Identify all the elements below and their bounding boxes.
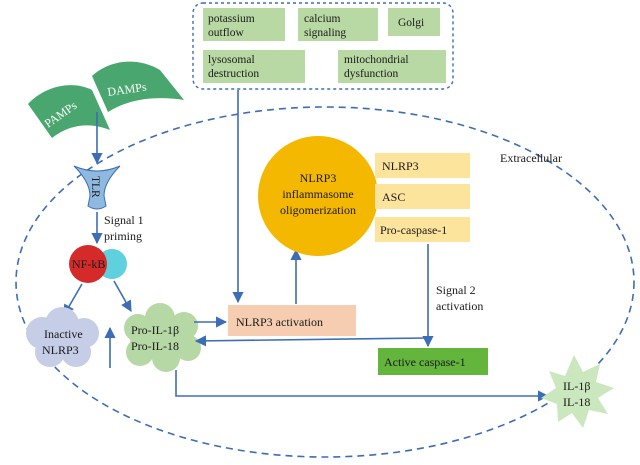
component-pro-caspase: Pro-caspase-1 <box>375 217 470 242</box>
component-nlrp3-label: NLRP3 <box>382 159 419 173</box>
pamps-shape: PAMPs <box>28 85 110 138</box>
signal1-line2: priming <box>104 229 142 243</box>
active-caspase-label: Active caspase-1 <box>384 355 466 369</box>
inflammasome-circle: NLRP3 inflammasome oligomerization <box>258 136 378 256</box>
tlr-receptor: TLR <box>73 165 121 210</box>
pro-il-18-label: Pro-IL-18 <box>131 339 179 353</box>
il-output-star: IL-1β IL-18 <box>541 355 614 428</box>
signal2-line2: activation <box>436 299 483 313</box>
component-asc: ASC <box>375 184 470 209</box>
stimulus-golgi: Golgi <box>388 8 440 36</box>
signal2-line1: Signal 2 <box>436 283 476 297</box>
il-out-1b-label: IL-1β <box>563 379 590 393</box>
stimulus-potassium-line2: outflow <box>208 27 244 39</box>
stimulus-lysosomal: lysosomal destruction <box>203 50 305 83</box>
stimulus-calcium-line2: signaling <box>304 27 346 39</box>
inactive-nlrp3-line1: Inactive <box>44 327 83 341</box>
stimulus-mitochondrial: mitochondrial dysfunction <box>338 50 446 83</box>
nlrp3-activation-box: NLRP3 activation <box>228 305 356 336</box>
stimulus-golgi-label: Golgi <box>398 17 424 29</box>
damps-shape: DAMPs <box>92 61 184 112</box>
nfkb-complex: NF-kB <box>69 245 127 283</box>
inflammasome-line1: NLRP3 <box>300 171 337 185</box>
inflammasome-line2: inflammasome <box>282 187 353 201</box>
inflammasome-line3: oligomerization <box>280 203 356 217</box>
il-out-18-label: IL-18 <box>563 395 590 409</box>
stimulus-calcium: calcium signaling <box>298 8 378 41</box>
signal1-line1: Signal 1 <box>104 213 144 227</box>
active-caspase-box: Active caspase-1 <box>378 348 488 375</box>
extracellular-label: Extracellular <box>500 151 562 165</box>
stimulus-potassium: potassium outflow <box>203 8 285 41</box>
pro-il-1b-label: Pro-IL-1β <box>131 323 179 337</box>
tlr-label: TLR <box>89 176 101 198</box>
cell-membrane <box>15 106 635 458</box>
arrow-nfkb-proil <box>113 280 132 312</box>
inactive-nlrp3-line2: NLRP3 <box>42 343 79 357</box>
arrow-signal2-proil <box>194 335 429 347</box>
stimulus-mitochondrial-line1: mitochondrial <box>344 54 409 66</box>
nlrp3-activation-label: NLRP3 activation <box>236 315 323 329</box>
stimulus-potassium-line1: potassium <box>208 13 255 25</box>
component-nlrp3: NLRP3 <box>375 153 470 178</box>
stimulus-calcium-line1: calcium <box>304 13 340 25</box>
stimulus-lysosomal-line1: lysosomal <box>208 54 255 66</box>
stimulus-lysosomal-line2: destruction <box>208 68 259 80</box>
pro-il-cloud: Pro-IL-1β Pro-IL-18 <box>124 303 201 372</box>
damps-label: DAMPs <box>106 80 147 99</box>
arrow-secretion <box>175 370 550 402</box>
stimuli-panel <box>192 2 454 90</box>
component-asc-label: ASC <box>382 190 405 204</box>
stimulus-mitochondrial-line2: dysfunction <box>344 68 399 80</box>
nfkb-label: NF-kB <box>72 257 105 271</box>
inactive-nlrp3-cloud: Inactive NLRP3 <box>26 307 99 367</box>
component-pro-caspase-label: Pro-caspase-1 <box>380 223 447 237</box>
